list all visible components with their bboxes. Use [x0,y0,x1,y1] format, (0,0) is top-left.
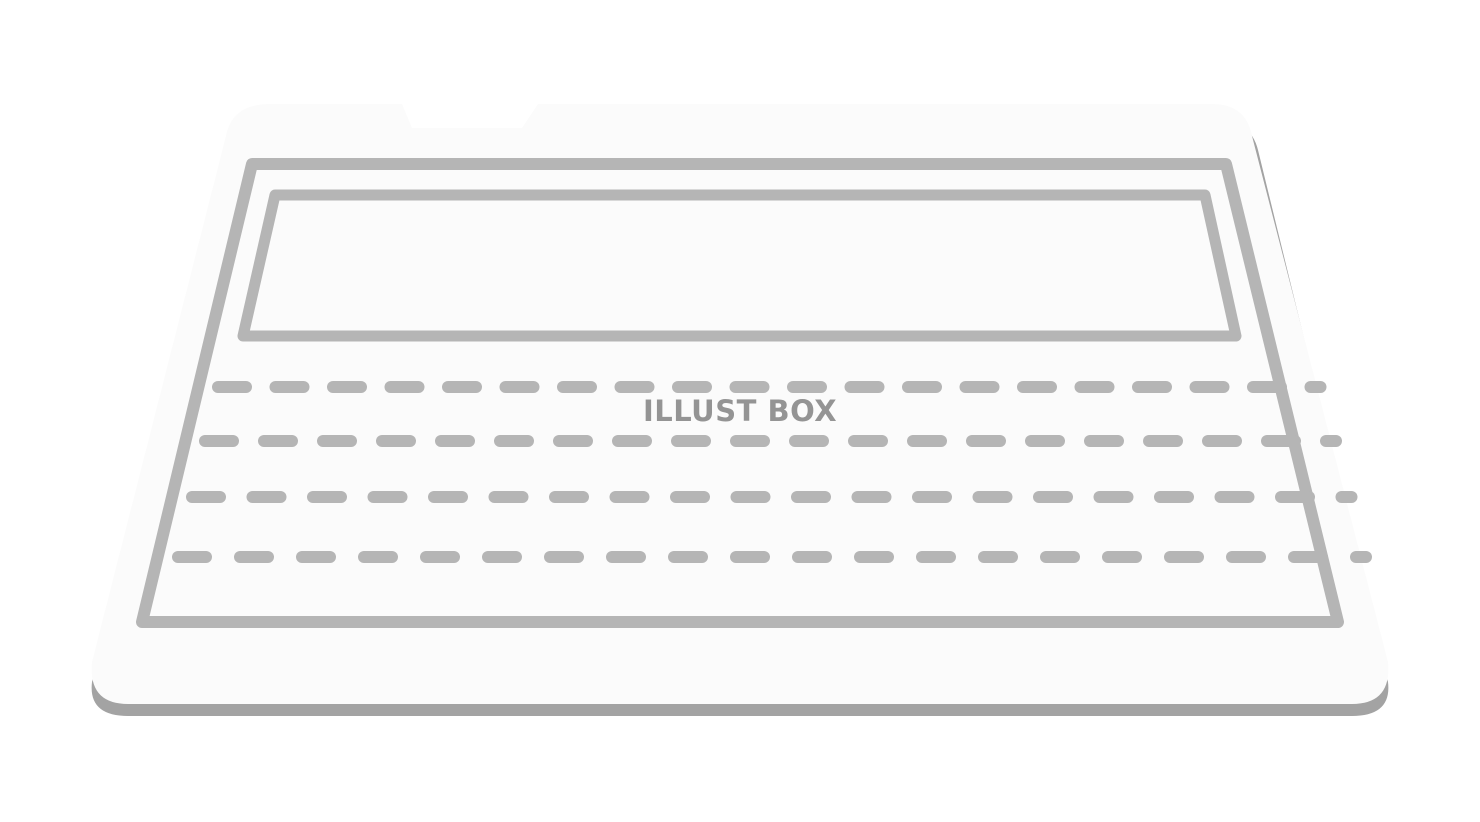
top-panel [237,189,1242,342]
dash-rows [172,381,1372,563]
outer-frame [136,158,1344,628]
